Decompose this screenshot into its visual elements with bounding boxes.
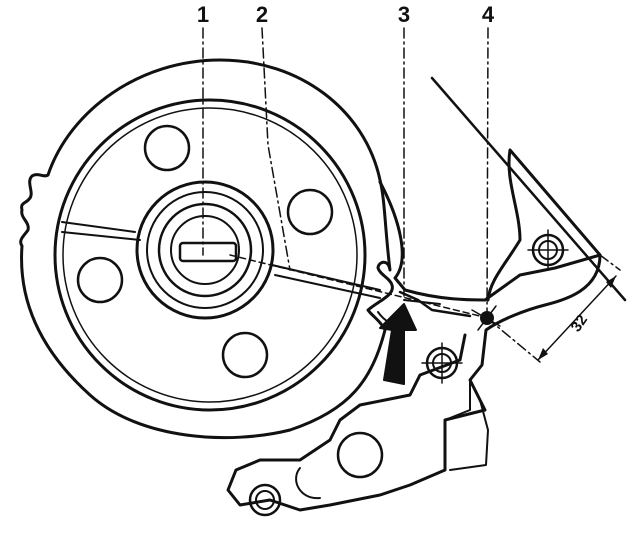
dimension-extension-upper: [599, 254, 621, 271]
callout-3: 3: [398, 2, 410, 27]
leader-2: [261, 27, 291, 271]
dimension-extension-lower: [486, 317, 541, 363]
callout-1: 1: [197, 2, 209, 27]
lightening-holes: [76, 124, 334, 379]
hub: [135, 180, 275, 320]
bolt-lower-middle: [421, 342, 463, 384]
outer-pulley: [19, 58, 411, 440]
pointer-notch: [398, 290, 472, 318]
keyway-slot: [178, 241, 238, 263]
dimension-arrow-top: [606, 276, 616, 288]
leader-4: [486, 27, 489, 319]
housing-outline: [226, 76, 627, 512]
callout-2: 2: [256, 2, 268, 27]
dimension-arrow-bottom: [538, 348, 548, 360]
dimension-32: 32: [486, 254, 621, 363]
reference-point-cross: [471, 305, 501, 331]
bolt-bottom: [248, 483, 282, 517]
timing-mark-line: [61, 221, 489, 319]
dimension-label: 32: [568, 312, 591, 335]
housing-bolts: [248, 229, 569, 517]
callout-leaders: [202, 27, 489, 319]
callout-4: 4: [482, 2, 495, 27]
sprocket-disc: [53, 98, 367, 412]
callout-labels: 1 2 3 4: [197, 2, 495, 27]
housing-bore: [336, 431, 384, 479]
direction-arrow: [379, 303, 417, 385]
bolt-upper-right: [527, 229, 569, 271]
dimension-line: [537, 275, 617, 361]
